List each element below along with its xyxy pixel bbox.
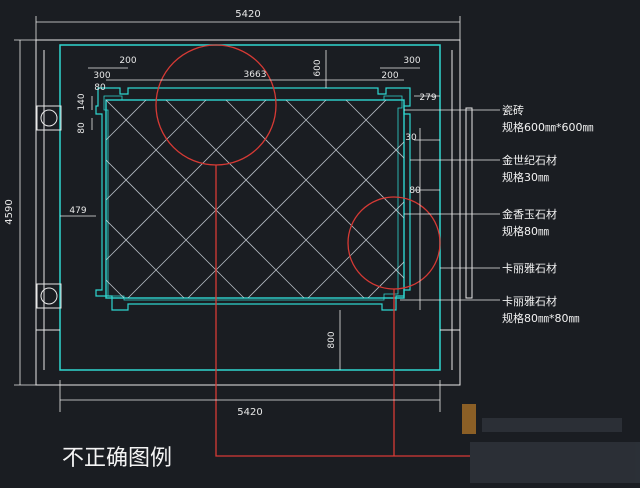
- legend-stone4-spec: 规格80㎜*80㎜: [502, 311, 580, 325]
- dim-top-width: 5420: [235, 9, 260, 20]
- watermark-logo: [462, 404, 640, 483]
- dim-140: 140: [77, 93, 87, 110]
- red-circle-right: [347, 196, 441, 290]
- column-left-bottom: [36, 283, 62, 309]
- dim-bottom-width: 5420: [237, 407, 262, 418]
- legend-stone1-name: 金世纪石材: [502, 153, 557, 167]
- dim-600: 600: [313, 59, 323, 76]
- stone-border: [95, 87, 411, 311]
- dim-left-offset: 479: [69, 206, 86, 216]
- legend-leaders: [400, 109, 500, 301]
- legend-stone3-name: 卡丽雅石材: [502, 261, 557, 275]
- dim-200-left: 200: [119, 56, 136, 66]
- dim-30: 30: [405, 133, 417, 143]
- column-left-top: [36, 105, 62, 131]
- window-right: [465, 107, 473, 299]
- legend-stone1-spec: 规格30㎜: [502, 170, 549, 184]
- dimension-lines: [14, 16, 461, 412]
- red-annotations: [155, 44, 470, 457]
- dim-height: 4590: [4, 199, 15, 224]
- dim-inner-width: 3663: [244, 70, 267, 80]
- material-legend: 瓷砖 规格600㎜*600㎜ 金世纪石材 规格30㎜ 金香玉石材 规格80㎜ 卡…: [502, 103, 594, 325]
- dim-800: 800: [327, 331, 337, 348]
- legend-tile-name: 瓷砖: [502, 103, 524, 117]
- dim-80-b: 80: [77, 122, 87, 134]
- room-outline: [35, 39, 461, 386]
- legend-stone2-name: 金香玉石材: [502, 207, 557, 221]
- legend-stone2-spec: 规格80㎜: [502, 224, 549, 238]
- dimension-labels: 5420 5420 4590 479 3663 300 200 600 300 …: [4, 9, 437, 418]
- dim-300-right: 300: [403, 56, 420, 66]
- dim-80-a: 80: [94, 83, 106, 93]
- caption-incorrect-example: 不正确图例: [62, 446, 172, 471]
- dim-300-left: 300: [93, 71, 110, 81]
- dim-200-right: 200: [381, 71, 398, 81]
- tile-pattern: [106, 100, 404, 298]
- dim-279: 279: [419, 93, 436, 103]
- red-circle-top: [155, 44, 277, 166]
- legend-stone4-name: 卡丽雅石材: [502, 294, 557, 308]
- dim-80-right: 80: [409, 186, 421, 196]
- legend-tile-spec: 规格600㎜*600㎜: [502, 120, 594, 134]
